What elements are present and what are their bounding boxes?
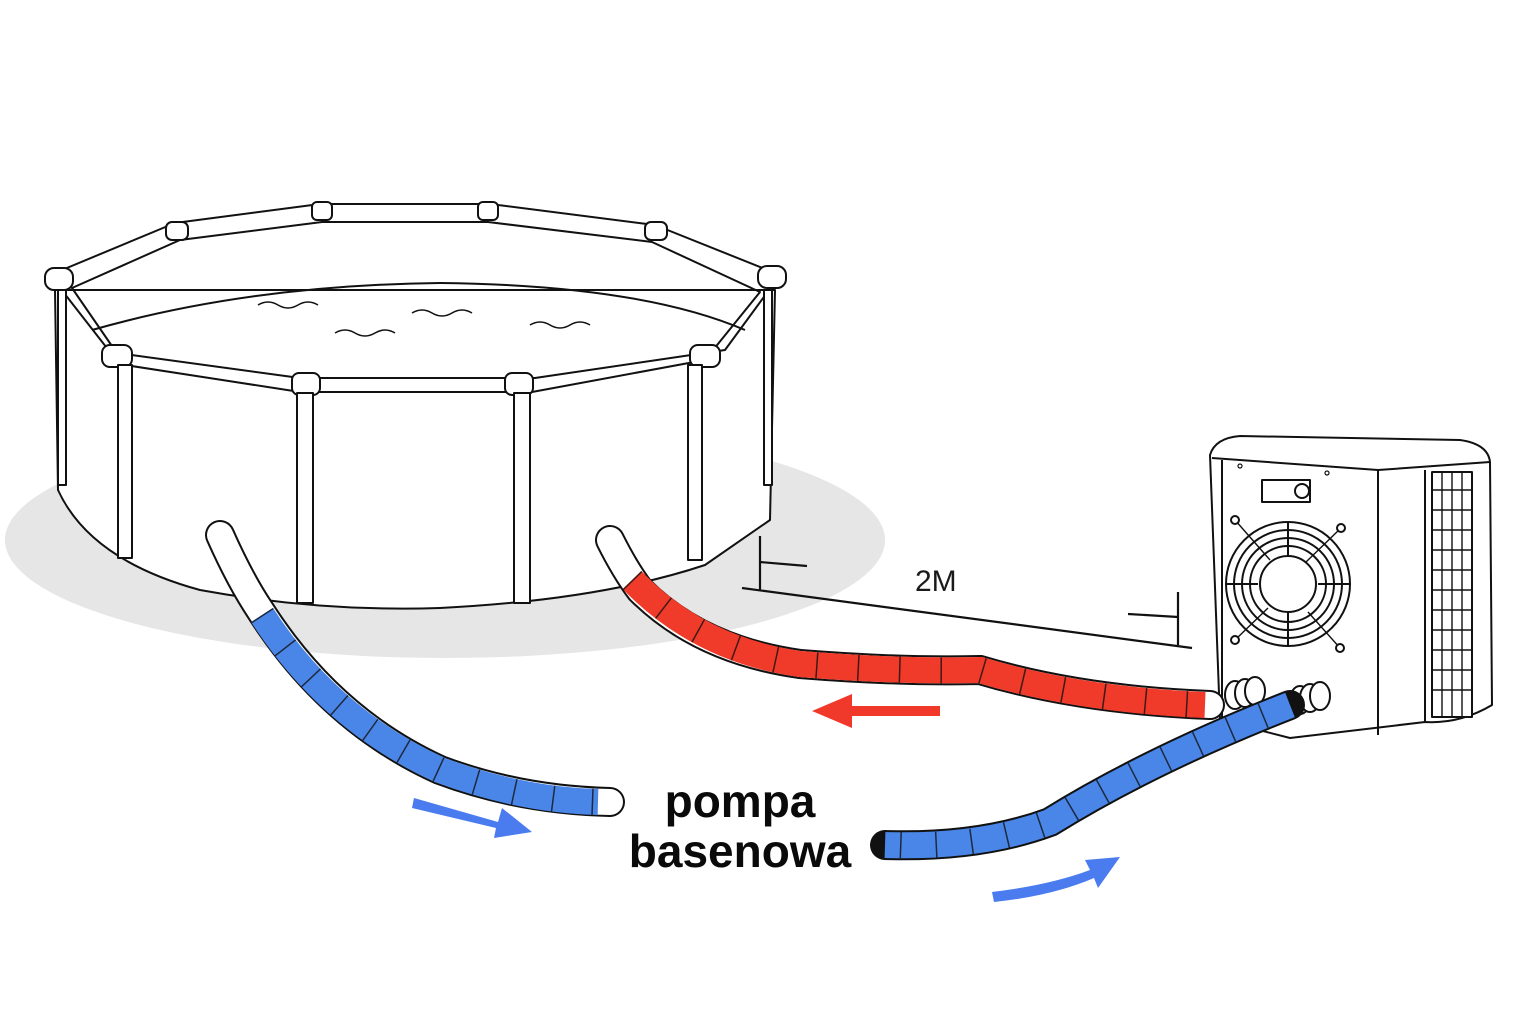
distance-label: 2M bbox=[915, 565, 957, 598]
flow-arrow-left-red bbox=[812, 694, 940, 728]
pool-pump-label-line1: pompa bbox=[664, 775, 816, 827]
cold-supply-hose bbox=[870, 690, 1305, 861]
cold-outlet-hose bbox=[205, 520, 625, 817]
flow-arrow-curve-blue bbox=[992, 857, 1120, 902]
flow-arrow-right-blue bbox=[412, 798, 532, 838]
hot-return-hose bbox=[595, 525, 1225, 720]
pool-pump-label-line2: basenowa bbox=[628, 825, 852, 877]
pool bbox=[44, 201, 787, 610]
heat-pump bbox=[1209, 435, 1493, 739]
pool-pump-label: pompa basenowa bbox=[600, 776, 880, 876]
dimension-line bbox=[741, 536, 1193, 650]
